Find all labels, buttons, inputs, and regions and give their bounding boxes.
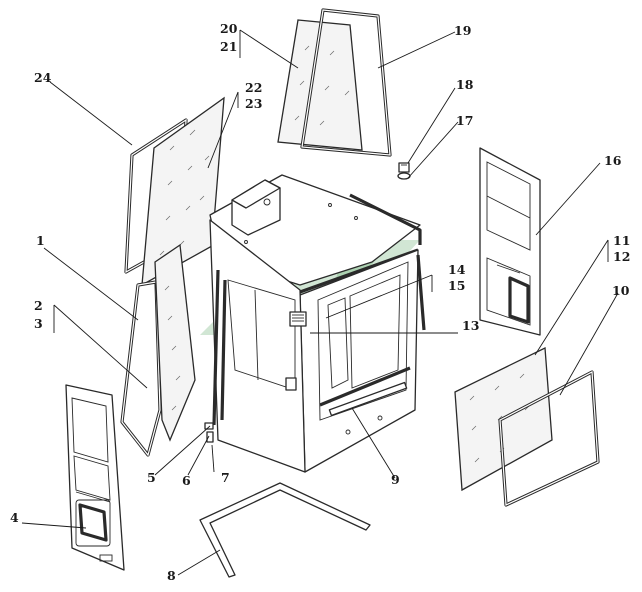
right-door bbox=[479, 147, 541, 336]
callout-15: 15 bbox=[448, 278, 465, 293]
callout-11: 11 bbox=[613, 233, 630, 248]
callout-24: 24 bbox=[34, 70, 52, 85]
callout-19: 19 bbox=[454, 23, 471, 38]
wiper-fitting bbox=[397, 162, 411, 180]
callout-10: 10 bbox=[612, 283, 630, 298]
callout-20: 20 bbox=[220, 21, 238, 36]
hinge-fittings bbox=[204, 422, 214, 443]
callout-labels: 1 2 3 4 5 6 7 8 9 10 11 12 13 14 15 16 1… bbox=[10, 21, 630, 583]
callout-8: 8 bbox=[167, 568, 176, 583]
left-door bbox=[65, 384, 125, 571]
front-window-seal bbox=[300, 8, 392, 157]
callout-21: 21 bbox=[220, 39, 237, 54]
front-glass bbox=[277, 19, 363, 151]
left-glass bbox=[154, 243, 196, 442]
callout-1: 1 bbox=[36, 233, 45, 248]
callout-5: 5 bbox=[147, 470, 156, 485]
cab-body bbox=[209, 174, 426, 473]
callout-9: 9 bbox=[391, 472, 400, 487]
bottom-seal-strip bbox=[199, 482, 371, 578]
callout-6: 6 bbox=[182, 473, 191, 488]
callout-22: 22 bbox=[245, 80, 262, 95]
callout-23: 23 bbox=[245, 96, 262, 111]
rear-glass bbox=[141, 96, 225, 287]
right-window-seal bbox=[498, 370, 600, 507]
callout-16: 16 bbox=[604, 153, 622, 168]
callout-2: 2 bbox=[34, 298, 43, 313]
left-window-seal bbox=[120, 280, 162, 457]
leader-lines bbox=[21, 29, 619, 576]
callout-7: 7 bbox=[221, 470, 230, 485]
callout-3: 3 bbox=[34, 316, 43, 331]
callout-14: 14 bbox=[448, 262, 466, 277]
callout-12: 12 bbox=[613, 249, 630, 264]
callout-4: 4 bbox=[10, 510, 19, 525]
callout-17: 17 bbox=[456, 113, 473, 128]
callout-18: 18 bbox=[456, 77, 474, 92]
callout-13: 13 bbox=[462, 318, 479, 333]
